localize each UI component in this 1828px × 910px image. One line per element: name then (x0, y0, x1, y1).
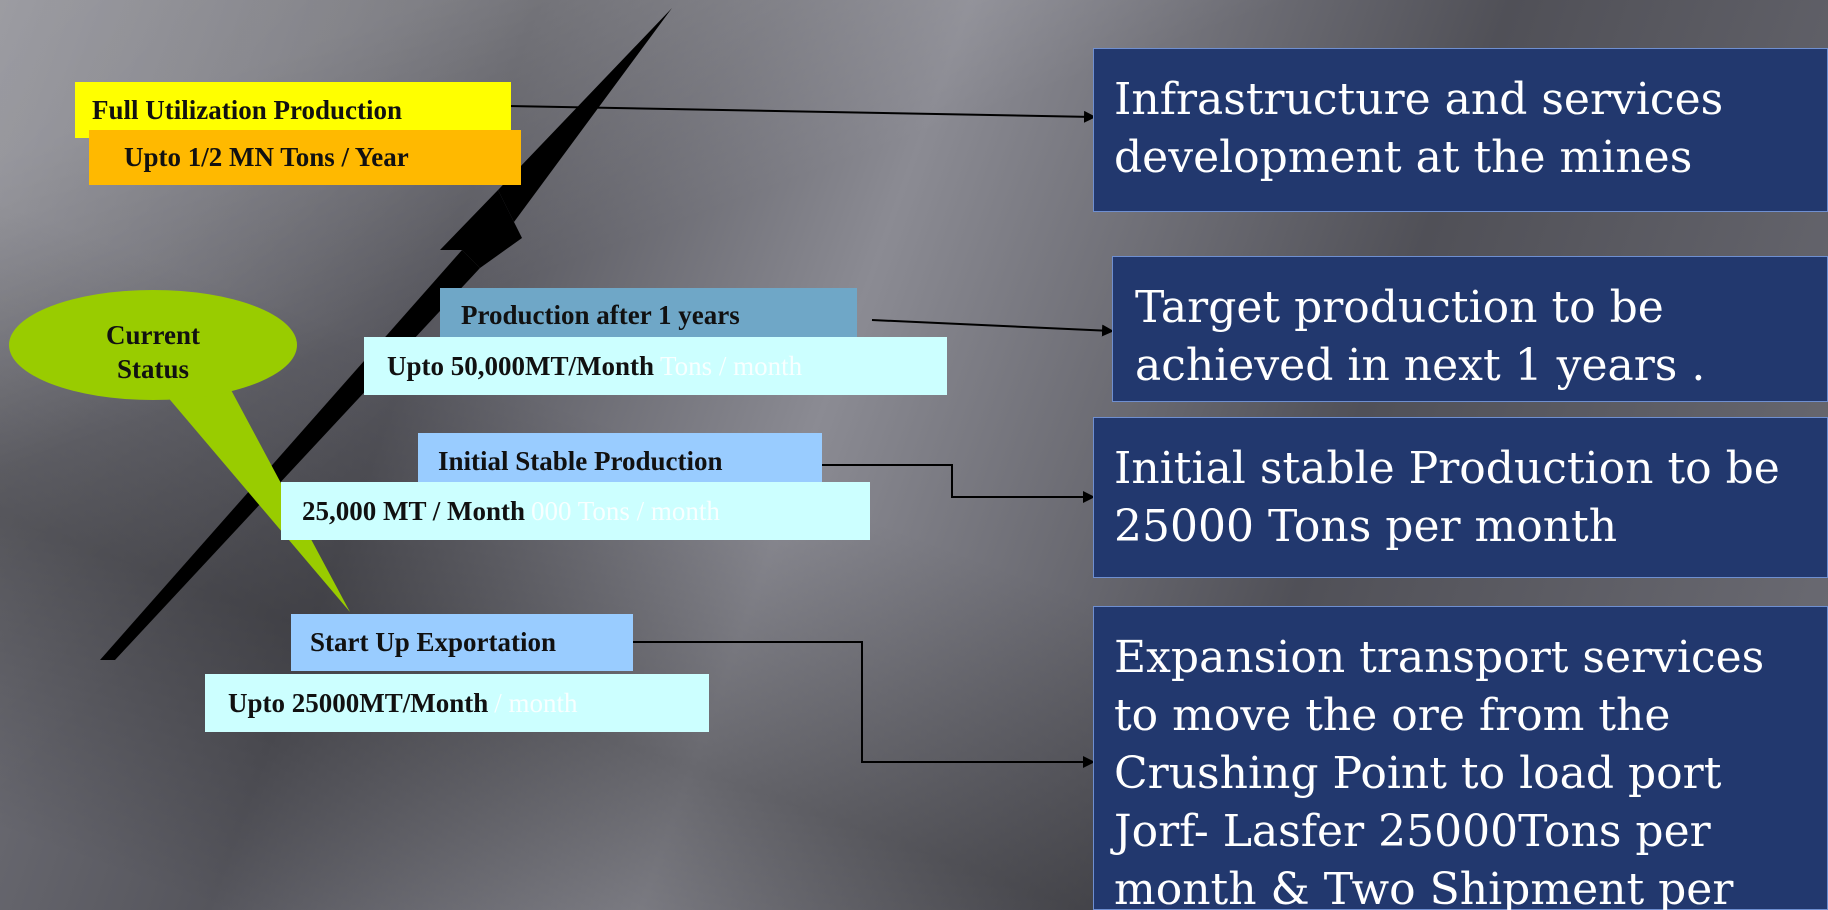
desc-infrastructure: Infrastructure and services development … (1093, 48, 1828, 212)
initial-stable-capacity: 25,000 MT / Month 000 Tons / month (281, 482, 870, 540)
start-up-capacity: Upto 25000MT/Month / month (205, 674, 709, 732)
initial-stable-title-text: Initial Stable Production (438, 445, 723, 476)
current-status-line2: Status (116, 354, 190, 384)
desc-expansion: Expansion transport services to move the… (1093, 606, 1828, 910)
connector-full-utilization (505, 105, 1096, 123)
after-one-year-capacity-text: Upto 50,000MT/Month (387, 350, 655, 381)
start-up-capacity-text: Upto 25000MT/Month (228, 687, 489, 718)
desc-target: Target production to be achieved in next… (1112, 256, 1828, 402)
start-up-title-text: Start Up Exportation (310, 627, 557, 657)
growth-arrow-head (440, 190, 522, 268)
full-utilization-capacity: Upto 1/2 MN Tons / Year (89, 130, 521, 185)
initial-stable-capacity-text: 25,000 MT / Month (302, 495, 526, 526)
full-utilization-capacity-text: Upto 1/2 MN Tons / Year (124, 142, 409, 172)
after-one-year-title: Production after 1 years (440, 288, 857, 343)
current-status-line1: Current (106, 320, 200, 350)
after-one-year-capacity: Upto 50,000MT/Month Tons / month (364, 337, 947, 395)
current-status-callout: Current Status (63, 318, 243, 386)
desc-initial-stable: Initial stable Production to be 25000 To… (1093, 417, 1828, 578)
connector-initial-stable (808, 464, 1095, 503)
full-utilization-title-text: Full Utilization Production (92, 94, 403, 125)
initial-stable-ghost-text: 000 Tons / month (531, 495, 720, 526)
connector-start-up (632, 641, 1095, 768)
connector-after-one-year (871, 319, 1114, 337)
start-up-ghost-text: / month (494, 687, 578, 718)
after-one-year-title-text: Production after 1 years (461, 300, 740, 330)
start-up-title: Start Up Exportation (291, 614, 633, 671)
initial-stable-title: Initial Stable Production (418, 433, 822, 489)
growth-arrow-tail (498, 8, 672, 222)
current-status-callout-shape (9, 290, 350, 612)
full-utilization-title: Full Utilization Production (75, 82, 511, 138)
after-one-year-ghost-text: Tons / month (660, 350, 803, 381)
